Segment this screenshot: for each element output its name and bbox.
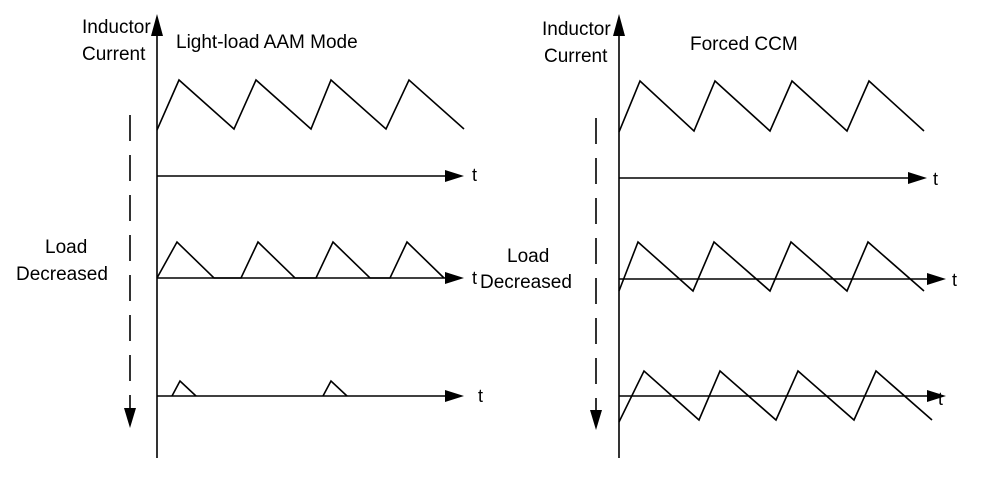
right-time-axis-3-arrowhead [927, 390, 946, 402]
left-load-label-line1: Load [45, 237, 87, 258]
right-waveform-heavy [618, 79, 925, 133]
right-load-decreased-arrowhead [590, 410, 602, 430]
left-current-axis-arrowhead [151, 14, 163, 36]
right-panel [590, 14, 946, 458]
left-y-label-line1: Inductor [82, 17, 151, 38]
right-title: Forced CCM [690, 34, 798, 55]
left-load-label-line2: Decreased [16, 264, 108, 285]
right-time-axis-1-arrowhead [908, 172, 927, 184]
right-t-label-1: t [933, 169, 938, 189]
right-load-label-line1: Load [507, 246, 549, 267]
left-waveform-light-pulse-2 [322, 379, 348, 397]
right-waveform-medium [618, 240, 925, 293]
left-t-label-1: t [472, 165, 477, 185]
left-time-axis-3-arrowhead [445, 390, 464, 402]
left-t-label-3: t [478, 386, 483, 406]
right-t-label-2: t [952, 270, 957, 290]
left-panel [124, 14, 465, 458]
left-time-axis-2-arrowhead [445, 272, 464, 284]
left-time-axis-1-arrowhead [445, 170, 464, 182]
left-load-decreased-arrowhead [124, 408, 136, 428]
right-y-label-line1: Inductor [542, 19, 611, 40]
right-t-label-3: t [938, 389, 943, 409]
right-time-axis-2-arrowhead [927, 273, 946, 285]
left-waveform-medium [156, 240, 445, 279]
right-load-label-line2: Decreased [480, 272, 572, 293]
right-current-axis-arrowhead [613, 14, 625, 36]
right-y-label-line2: Current [544, 46, 608, 67]
left-t-label-2: t [472, 268, 477, 288]
left-y-label-line2: Current [82, 44, 146, 65]
left-waveform-light-pulse-1 [171, 379, 197, 397]
left-title: Light-load AAM Mode [176, 32, 358, 53]
left-waveform-heavy [156, 78, 465, 131]
right-waveform-light [618, 369, 933, 423]
